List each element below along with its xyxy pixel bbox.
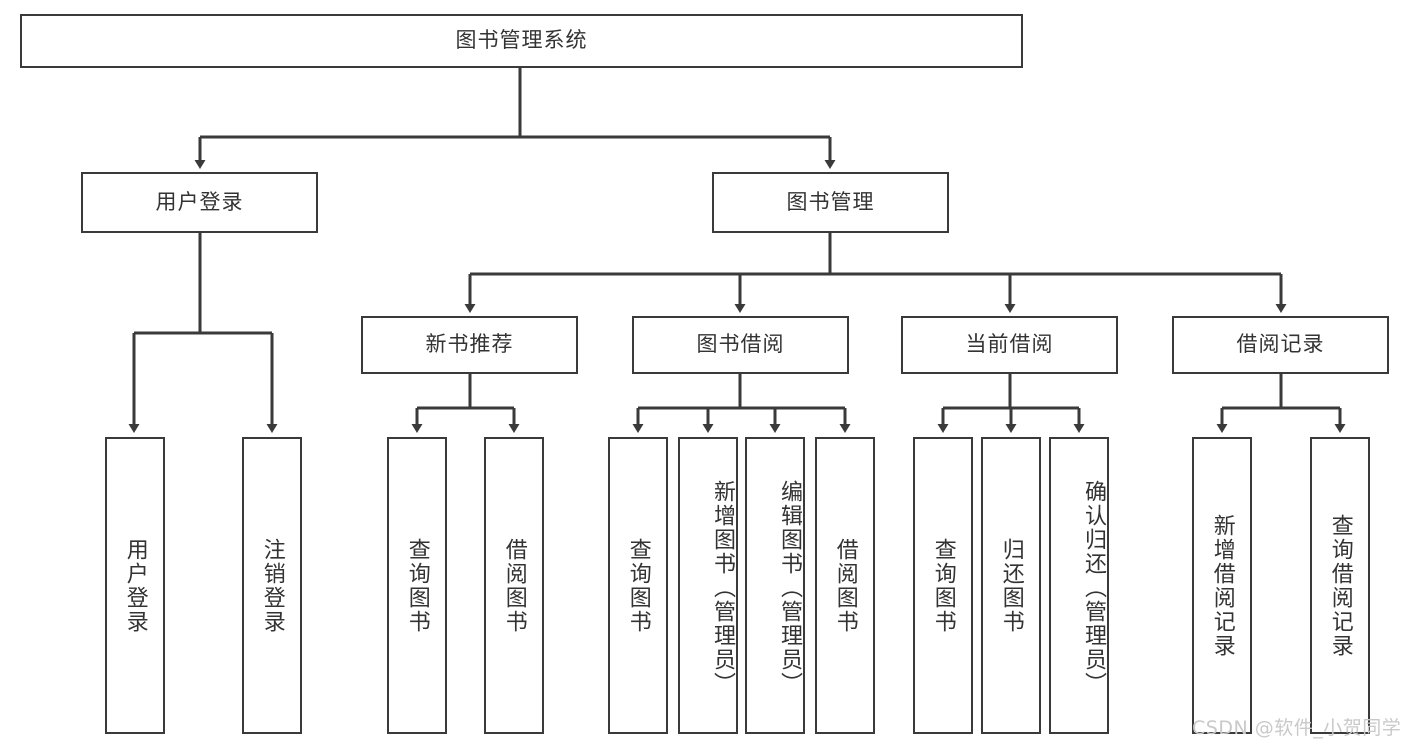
leaf-label: 查询图书 xyxy=(404,537,430,634)
edge-group-current-borrow xyxy=(937,374,1085,433)
leaf-label: 用户登录 xyxy=(122,537,148,634)
leaf-confirm-return-admin[interactable]: 确认归还（管理员） xyxy=(1049,437,1109,734)
node-root-label: 图书管理系统 xyxy=(455,28,588,53)
leaf-query-borrow-record[interactable]: 查询借阅记录 xyxy=(1310,437,1370,734)
leaf-label: 借阅图书 xyxy=(832,537,858,634)
leaf-user-login[interactable]: 用户登录 xyxy=(105,437,165,734)
leaf-label: 归还图书 xyxy=(998,537,1024,634)
leaf-label: 编辑图书（管理员） xyxy=(777,479,802,696)
node-borrow-records-label: 借阅记录 xyxy=(1236,332,1325,357)
node-borrow-records[interactable]: 借阅记录 xyxy=(1172,316,1389,374)
node-book-management[interactable]: 图书管理 xyxy=(712,172,949,233)
edge-group-records xyxy=(1216,374,1346,433)
node-user-login-label: 用户登录 xyxy=(155,189,244,214)
leaf-add-borrow-record[interactable]: 新增借阅记录 xyxy=(1192,437,1252,734)
node-new-book-recommend[interactable]: 新书推荐 xyxy=(361,316,578,374)
node-book-management-label: 图书管理 xyxy=(786,189,875,214)
node-root[interactable]: 图书管理系统 xyxy=(20,14,1023,68)
csdn-watermark: CSDN @软件_小贺同学 xyxy=(1192,717,1402,739)
leaf-label: 确认归还（管理员） xyxy=(1081,479,1106,696)
edge-group-user-login xyxy=(128,233,278,433)
leaf-label: 查询借阅记录 xyxy=(1327,513,1353,658)
node-user-login[interactable]: 用户登录 xyxy=(81,172,318,233)
leaf-query-books-borrow[interactable]: 查询图书 xyxy=(608,437,668,734)
node-current-borrow-label: 当前借阅 xyxy=(965,332,1054,357)
leaf-label: 查询图书 xyxy=(625,537,651,634)
node-current-borrow[interactable]: 当前借阅 xyxy=(901,316,1118,374)
leaf-query-books-recommend[interactable]: 查询图书 xyxy=(387,437,447,734)
edge-group-root xyxy=(194,68,836,169)
leaf-query-books-current[interactable]: 查询图书 xyxy=(913,437,973,734)
node-book-borrow[interactable]: 图书借阅 xyxy=(632,316,849,374)
edge-group-book-manage xyxy=(464,233,1287,313)
leaf-label: 借阅图书 xyxy=(501,537,527,634)
node-book-borrow-label: 图书借阅 xyxy=(696,332,785,357)
leaf-borrow-books[interactable]: 借阅图书 xyxy=(815,437,875,734)
leaf-label: 查询图书 xyxy=(930,537,956,634)
leaf-add-book-admin[interactable]: 新增图书（管理员） xyxy=(678,437,738,734)
leaf-logout-login[interactable]: 注销登录 xyxy=(242,437,302,734)
leaf-label: 新增借阅记录 xyxy=(1209,513,1235,658)
node-new-book-recommend-label: 新书推荐 xyxy=(425,332,514,357)
leaf-label: 新增图书（管理员） xyxy=(710,479,735,696)
leaf-label: 注销登录 xyxy=(259,537,285,634)
leaf-return-books[interactable]: 归还图书 xyxy=(981,437,1041,734)
leaf-borrow-books-recommend[interactable]: 借阅图书 xyxy=(484,437,544,734)
leaf-edit-book-admin[interactable]: 编辑图书（管理员） xyxy=(745,437,805,734)
edge-group-borrow xyxy=(632,374,851,433)
edge-group-new-book xyxy=(411,374,520,433)
